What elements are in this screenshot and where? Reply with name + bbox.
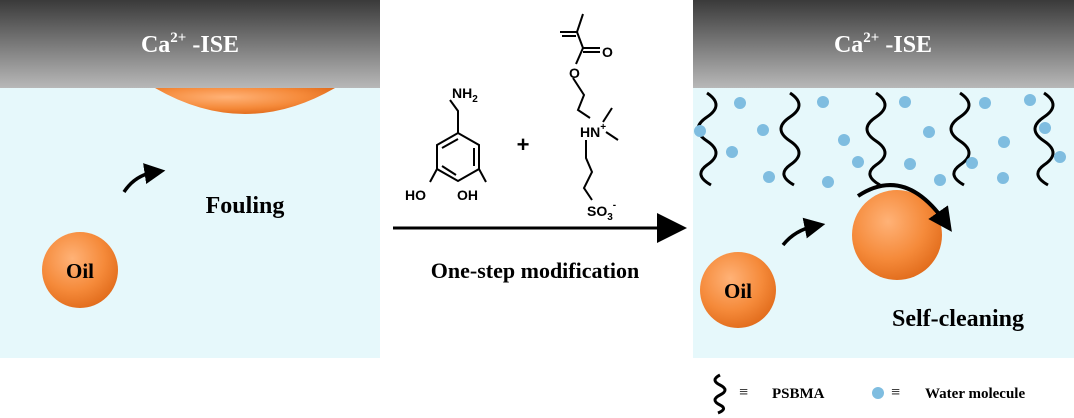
hydroxyl-right: OH — [457, 187, 478, 203]
hydroxyl-left: HO — [405, 187, 426, 203]
polymer-chain-icon — [713, 373, 727, 415]
electrode-bar — [0, 0, 380, 88]
ammonium-label: HN+ — [580, 122, 606, 140]
fouling-label: Fouling — [206, 193, 285, 219]
amine-label: NH2 — [452, 85, 478, 105]
step-label: One-step modification — [431, 258, 639, 283]
curved-arrow-icon — [781, 217, 826, 247]
legend: ≡ PSBMA ≡ Water molecule — [713, 373, 1025, 415]
legend-equiv: ≡ — [739, 384, 748, 401]
left-panel: Ca2+ -ISE Oil Fouling — [0, 0, 380, 358]
electrode-label: Ca2+ -ISE — [834, 30, 932, 58]
water-region — [0, 88, 380, 358]
oil-label: Oil — [66, 259, 94, 283]
repelled-oil-droplet — [852, 190, 942, 280]
oil-droplet — [42, 232, 118, 308]
water-dot-icon — [872, 387, 884, 399]
polymer-chain — [949, 91, 971, 187]
ester-o: O — [569, 65, 580, 81]
legend-equiv: ≡ — [891, 384, 900, 401]
electrode-label: Ca2+ -ISE — [141, 30, 239, 58]
water-molecules — [694, 94, 1066, 188]
sulfonate-label: SO3- — [587, 200, 616, 223]
polymer-chain — [1033, 91, 1055, 187]
dopamine-structure — [429, 99, 487, 183]
adsorbed-oil — [155, 88, 335, 114]
sbma-structure — [560, 13, 619, 201]
polymer-chain — [865, 91, 887, 187]
psbma-brushes — [696, 91, 1055, 187]
polymer-chain — [779, 91, 801, 187]
legend-water: Water molecule — [925, 386, 1025, 402]
reaction-scheme — [393, 13, 687, 243]
self-cleaning-label: Self-cleaning — [892, 306, 1024, 332]
curved-arrow-icon — [856, 183, 952, 232]
polymer-chain — [696, 91, 718, 187]
right-panel: Ca2+ -ISE Oil Self-cleaning — [693, 0, 1074, 358]
plus-sign: + — [517, 132, 530, 157]
curved-arrow-icon — [122, 163, 166, 193]
chem-labels: NH2 HO OH + O O HN+ SO3- One-step modifi… — [405, 44, 639, 283]
oil-label: Oil — [724, 279, 752, 303]
carbonyl-o: O — [602, 44, 613, 60]
electrode-bar — [693, 0, 1074, 88]
oil-droplet — [700, 252, 776, 328]
legend-psbma: PSBMA — [772, 386, 825, 402]
